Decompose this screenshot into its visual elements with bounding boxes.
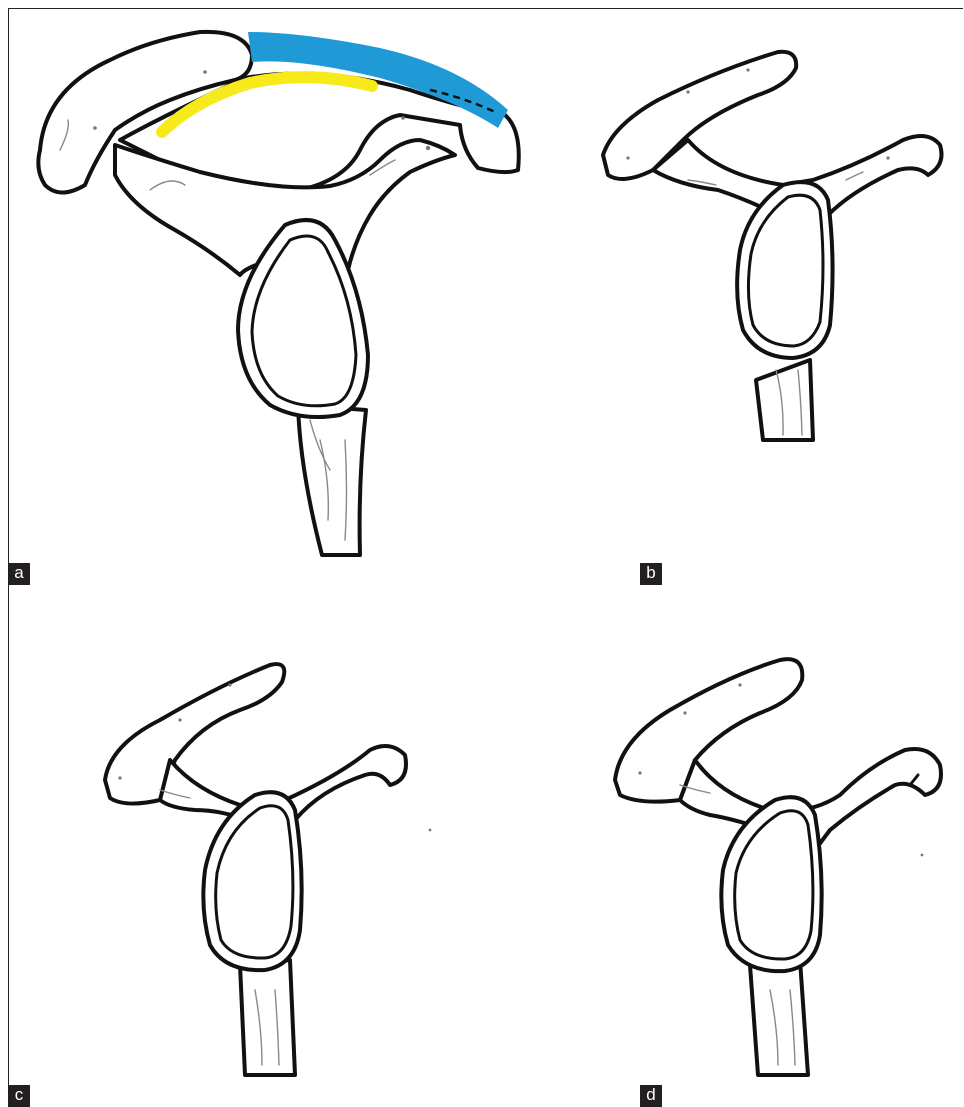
panel-d-drawing [615, 659, 941, 1075]
panel-label-d: d [640, 1085, 662, 1107]
panel-label-b: b [640, 563, 662, 585]
panel-a-drawing [38, 32, 518, 555]
panel-b-drawing [603, 52, 942, 440]
panel-label-c: c [8, 1085, 30, 1107]
panel-label-a: a [8, 563, 30, 585]
panel-c-drawing [105, 664, 431, 1075]
